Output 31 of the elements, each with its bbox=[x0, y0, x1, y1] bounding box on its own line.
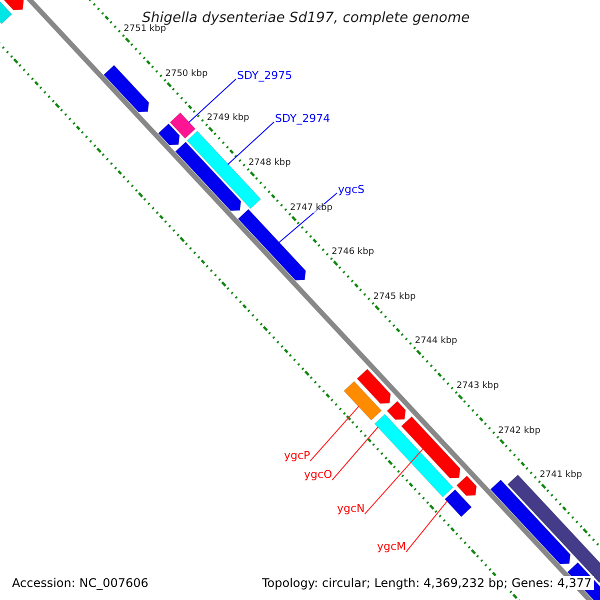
leader-line bbox=[364, 448, 424, 514]
genome-info-text: Topology: circular; Length: 4,369,232 bp; Genes: 4,377 bbox=[260, 576, 594, 590]
gene-label: ygcP bbox=[284, 450, 310, 461]
gene-segment bbox=[170, 112, 196, 139]
gene-label: SDY_2974 bbox=[275, 113, 330, 124]
gene-label: ygcO bbox=[304, 469, 332, 480]
leader-line bbox=[406, 500, 448, 552]
gene-segment bbox=[401, 416, 460, 478]
leader-line bbox=[227, 122, 274, 165]
map-title: Shigella dysenteriae Sd197, complete genome bbox=[142, 11, 470, 25]
scale-label: 2745 kbp bbox=[373, 292, 416, 302]
scale-label: 2748 kbp bbox=[248, 159, 291, 168]
gene-segment bbox=[238, 208, 306, 281]
genome-info-text: Accession: NC_007606 bbox=[10, 576, 150, 590]
scale-label: 2747 kbp bbox=[290, 204, 332, 213]
gene-segment bbox=[444, 489, 472, 518]
scale-label: 2751 kbp bbox=[124, 25, 166, 34]
scale-label: 2743 kbp bbox=[456, 382, 499, 392]
scale-label: 2746 kbp bbox=[332, 248, 374, 258]
gene-label: ygcN bbox=[337, 503, 365, 514]
scale-label: 2742 kbp bbox=[498, 426, 540, 436]
scale-label: 2744 kbp bbox=[414, 337, 458, 346]
gene-segment bbox=[374, 414, 454, 498]
gene-segment bbox=[344, 380, 382, 421]
leader-line bbox=[278, 192, 338, 244]
scale-label: 2749 kbp bbox=[206, 114, 250, 124]
gene-label: ygcM bbox=[377, 541, 406, 552]
scale-label: 2750 kbp bbox=[165, 70, 208, 79]
scale-label: 2741 kbp bbox=[540, 471, 582, 480]
gene-label: ygcS bbox=[338, 184, 365, 195]
gene-label: SDY_2975 bbox=[237, 70, 292, 81]
